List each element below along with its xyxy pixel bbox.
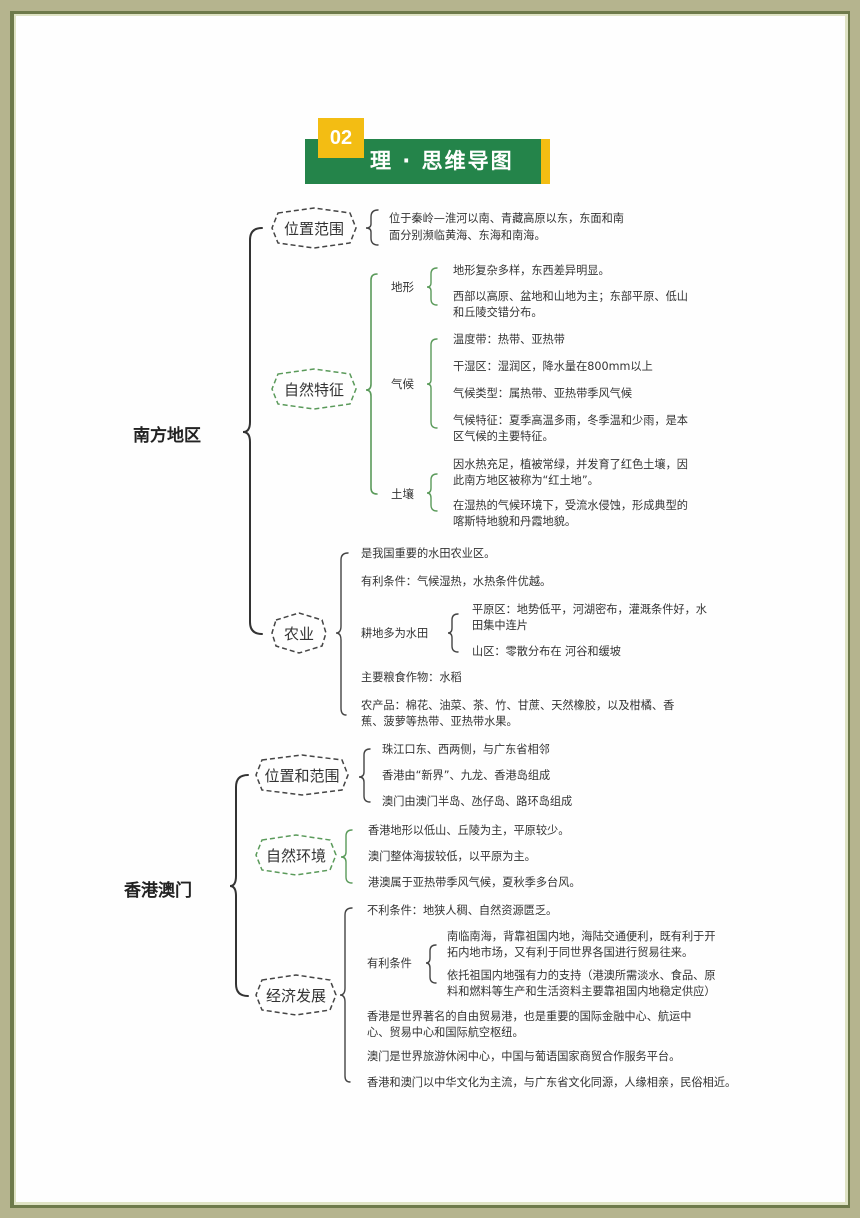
soil-item-1: 因水热充足，植被常绿，并发育了红色土壤，因	[453, 458, 688, 471]
hk-location-item-3: 澳门由澳门半岛、氹仔岛、路环岛组成	[382, 795, 573, 808]
climate-item-3: 气候类型：属热带、亚热带季风气候	[453, 387, 633, 400]
paddy-item-1: 平原区：地势低平，河湖密布，灌溉条件好，水	[472, 603, 707, 616]
agri-item-2: 有利条件：气候湿热，水热条件优越。	[361, 575, 552, 588]
location-text-2: 面分别濒临黄海、东海和南海。	[389, 229, 546, 242]
node-hk-macao: 香港澳门	[124, 881, 192, 901]
node-south-agriculture: 农业	[270, 612, 328, 654]
location-text-1: 位于秦岭—淮河以南、青藏高原以东，东面和南	[389, 212, 624, 225]
hk-location-item-2: 香港由“新界”、九龙、香港岛组成	[382, 769, 551, 782]
econ-item-2: 澳门是世界旅游休闲中心，中国与葡语国家商贸合作服务平台。	[367, 1050, 681, 1063]
node-label: 位置和范围	[264, 766, 340, 785]
node-paddy: 耕地多为水田	[361, 627, 429, 640]
agri-products-1: 农产品：棉花、油菜、茶、竹、甘蔗、天然橡胶，以及柑橘、香	[361, 699, 675, 712]
node-label: 自然特征	[283, 380, 344, 399]
node-south-region: 南方地区	[133, 426, 201, 446]
dashed-hexagon-icon	[255, 754, 349, 796]
page	[16, 16, 845, 1202]
favorable-item-1: 南临南海，背靠祖国内地，海陆交通便利，既有利于开	[447, 930, 716, 943]
node-label: 位置范围	[283, 219, 344, 238]
agri-products-2: 蕉、菠萝等热带、亚热带水果。	[361, 715, 518, 728]
node-hk-location: 位置和范围	[254, 754, 350, 796]
dashed-hexagon-icon	[271, 368, 357, 410]
econ-item-1b: 心、贸易中心和国际航空枢纽。	[367, 1026, 524, 1039]
favorable-item-1b: 拓内地市场，又有利于同世界各国进行贸易往来。	[447, 946, 694, 959]
climate-item-4b: 区气候的主要特征。	[453, 430, 554, 443]
node-label: 农业	[283, 624, 314, 643]
node-label: 经济发展	[265, 986, 326, 1005]
climate-item-2: 干湿区：湿润区，降水量在800mm以上	[453, 360, 653, 373]
node-hk-economy: 经济发展	[254, 974, 338, 1016]
paddy-item-1b: 田集中连片	[472, 619, 528, 632]
hk-location-item-1: 珠江口东、西两侧，与广东省相邻	[382, 743, 550, 756]
agri-item-1: 是我国重要的水田农业区。	[361, 547, 496, 560]
terrain-item-2b: 和丘陵交错分布。	[453, 306, 543, 319]
node-terrain: 地形	[391, 280, 414, 294]
hk-nature-item-2: 澳门整体海拔较低，以平原为主。	[368, 850, 536, 863]
dashed-hexagon-icon	[271, 612, 327, 654]
dashed-hexagon-icon	[271, 207, 357, 249]
agri-crop: 主要粮食作物：水稻	[361, 671, 462, 684]
node-label: 自然环境	[265, 846, 326, 865]
node-soil: 土壤	[391, 487, 414, 501]
hk-nature-item-1: 香港地形以低山、丘陵为主，平原较少。	[368, 824, 570, 837]
soil-item-2: 在湿热的气候环境下，受流水侵蚀，形成典型的	[453, 499, 688, 512]
soil-item-1b: 此南方地区被称为“红土地”。	[453, 474, 599, 487]
terrain-item-1: 地形复杂多样，东西差异明显。	[453, 264, 610, 277]
econ-item-1: 香港是世界著名的自由贸易港，也是重要的国际金融中心、航运中	[367, 1010, 692, 1023]
climate-item-4: 气候特征：夏季高温多雨，冬季温和少雨，是本	[453, 414, 688, 427]
node-south-nature: 自然特征	[270, 368, 358, 410]
econ-unfavorable: 不利条件：地狭人稠、自然资源匮乏。	[367, 904, 558, 917]
dashed-hexagon-icon	[255, 834, 337, 876]
soil-item-2b: 喀斯特地貌和丹霞地貌。	[453, 515, 577, 528]
dashed-hexagon-icon	[255, 974, 337, 1016]
section-number: 02	[318, 118, 364, 158]
node-climate: 气候	[391, 377, 414, 391]
node-hk-nature: 自然环境	[254, 834, 338, 876]
favorable-item-2: 依托祖国内地强有力的支持（港澳所需淡水、食品、原	[447, 969, 716, 982]
climate-item-1: 温度带：热带、亚热带	[453, 333, 565, 346]
hk-nature-item-3: 港澳属于亚热带季风气候，夏秋季多台风。	[368, 876, 581, 889]
banner-accent	[541, 139, 550, 184]
paddy-item-2: 山区：零散分布在 河谷和缓坡	[472, 645, 621, 658]
node-favorable: 有利条件	[367, 957, 412, 970]
banner-title: 理 · 思维导图	[370, 149, 514, 173]
node-south-location: 位置范围	[270, 207, 358, 249]
econ-item-3: 香港和澳门以中华文化为主流，与广东省文化同源，人缘相亲，民俗相近。	[367, 1076, 737, 1089]
terrain-item-2: 西部以高原、盆地和山地为主；东部平原、低山	[453, 290, 688, 303]
favorable-item-2b: 料和燃料等生产和生活资料主要靠祖国内地稳定供应）	[447, 985, 716, 998]
